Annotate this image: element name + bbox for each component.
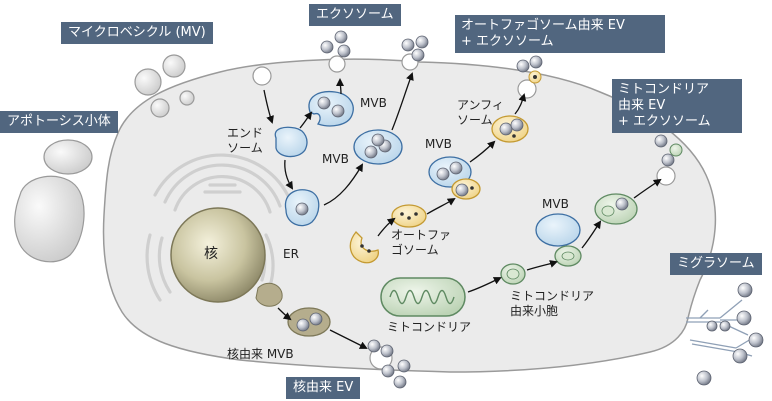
mitochondria-ev-tag-line3: + エクソソーム (618, 114, 711, 129)
mitochondria-label: ミトコンドリア (387, 320, 472, 334)
autophagosome-label: オートファ ゴソーム (391, 228, 451, 258)
migrasome-tag: ミグラソーム (670, 253, 762, 275)
autophagosome-label-line1: オートファ (391, 228, 452, 242)
nucleus (170, 207, 266, 303)
amphisome-label-line1: アンフィ (457, 98, 504, 112)
microvesicle-tag: マイクロベシクル (MV) (61, 22, 213, 44)
mvb-label-top: MVB (360, 96, 387, 110)
mitochondria-ev-tag-line1: ミトコンドリア (618, 82, 710, 97)
autophagy-ev-tag: オートファゴソーム由来 EV + エクソソーム (455, 15, 665, 53)
er-label: ER (283, 247, 299, 261)
exosome-tag: エクソソーム (309, 4, 401, 26)
endosome-label-line1: エンド (226, 126, 263, 140)
apoptotic-bodies (14, 139, 93, 263)
mito-vesicle-label-line2: 由来小胞 (510, 304, 559, 318)
autophagy-ev-tag-line1: オートファゴソーム由来 EV (461, 18, 625, 33)
amphisome-label: アンフィ ソーム (457, 98, 504, 128)
endosome-pathway (274, 90, 403, 227)
microvesicles (134, 54, 186, 96)
nuclear-ev-tag: 核由来 EV (286, 377, 361, 399)
mvb-label-autophagy: MVB (425, 137, 452, 151)
mvb-label-mito: MVB (542, 197, 569, 211)
mito-vesicle-label-line1: ミトコンドリア (510, 289, 595, 303)
endosome-label-line2: ソーム (227, 141, 263, 155)
mitochondria-pathway (380, 193, 638, 317)
amphisome-label-line2: ソーム (457, 113, 493, 127)
mito-vesicle-label: ミトコンドリア 由来小胞 (510, 289, 594, 319)
released-exosomes (320, 30, 683, 167)
apoptotic-body-tag: アポトーシス小体 (0, 111, 118, 133)
mitochondria-ev-tag: ミトコンドリア 由来 EV + エクソソーム (612, 79, 742, 133)
endosome-label: エンド ソーム (221, 126, 269, 156)
autophagy-ev-tag-line2: + エクソソーム (461, 34, 554, 49)
autophagosome-label-line2: ゴソーム (391, 243, 439, 257)
mitochondria-ev-tag-line2: 由来 EV (618, 98, 666, 113)
nucleus-label: 核 (204, 246, 218, 262)
nuclear-mvb (287, 307, 411, 389)
pathway-arrows (263, 72, 662, 349)
autophagy-pathway (349, 115, 529, 264)
mvb-label-mid: MVB (322, 152, 349, 166)
nuclear-mvb-label: 核由来 MVB (227, 347, 294, 361)
migrasomes (696, 282, 764, 386)
nuclear-bud (255, 282, 283, 307)
